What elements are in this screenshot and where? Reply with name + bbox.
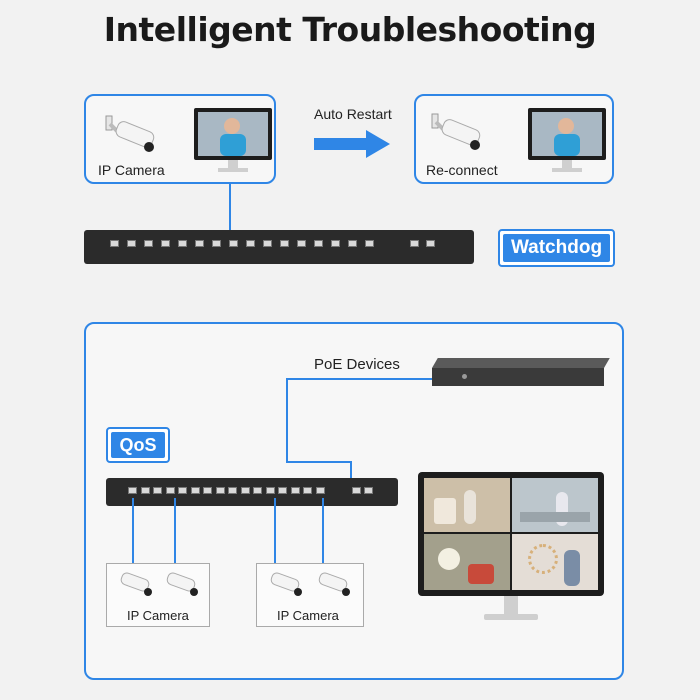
ip-camera-icon bbox=[120, 572, 152, 596]
camera-feed bbox=[512, 478, 598, 532]
ethernet-port-icon bbox=[246, 240, 255, 247]
reconnect-box: Re-connect bbox=[414, 94, 614, 184]
camera-feed bbox=[512, 534, 598, 590]
ethernet-port-icon bbox=[228, 487, 237, 494]
connection-line bbox=[286, 378, 432, 380]
ethernet-port-icon bbox=[426, 240, 435, 247]
reconnect-label: Re-connect bbox=[426, 162, 498, 178]
ethernet-port-icon bbox=[140, 487, 150, 494]
monitor-icon bbox=[528, 108, 606, 174]
ethernet-port-icon bbox=[352, 487, 361, 494]
ethernet-port-icon bbox=[290, 487, 300, 494]
ethernet-port-icon bbox=[280, 240, 289, 247]
network-switch-icon bbox=[106, 478, 398, 506]
ethernet-port-icon bbox=[190, 487, 200, 494]
connection-line bbox=[229, 184, 231, 232]
ip-camera-icon bbox=[270, 572, 302, 596]
ip-camera-label: IP Camera bbox=[98, 162, 165, 178]
poe-device-icon bbox=[432, 358, 610, 388]
connection-line bbox=[286, 378, 288, 462]
camera-feed bbox=[424, 478, 510, 532]
ethernet-port-icon bbox=[144, 240, 153, 247]
ethernet-port-icon bbox=[203, 487, 212, 494]
camera-feed bbox=[424, 534, 510, 590]
ethernet-port-icon bbox=[364, 487, 373, 494]
ethernet-port-icon bbox=[215, 487, 225, 494]
ethernet-port-icon bbox=[314, 240, 323, 247]
ip-camera-label: IP Camera bbox=[277, 608, 339, 623]
connection-line bbox=[286, 461, 352, 463]
ethernet-port-icon bbox=[410, 240, 419, 247]
ethernet-port-icon bbox=[161, 240, 170, 247]
ethernet-port-icon bbox=[212, 240, 221, 247]
connection-line bbox=[132, 498, 134, 564]
ethernet-port-icon bbox=[153, 487, 162, 494]
camera-group-left: IP Camera bbox=[106, 563, 210, 627]
ethernet-port-icon bbox=[178, 240, 187, 247]
ethernet-port-icon bbox=[331, 240, 340, 247]
ethernet-port-icon bbox=[229, 240, 238, 247]
ip-camera-icon bbox=[166, 572, 198, 596]
ethernet-port-icon bbox=[297, 240, 306, 247]
ethernet-port-icon bbox=[127, 240, 136, 247]
arrow-right-icon bbox=[314, 130, 390, 158]
ethernet-port-icon bbox=[240, 487, 250, 494]
ethernet-port-icon bbox=[128, 487, 137, 494]
ip-camera-label: IP Camera bbox=[127, 608, 189, 623]
connection-line bbox=[174, 498, 176, 564]
ethernet-port-icon bbox=[278, 487, 287, 494]
network-switch-icon bbox=[84, 230, 474, 264]
monitor-icon bbox=[418, 472, 604, 630]
connection-line bbox=[274, 498, 276, 564]
monitor-icon bbox=[194, 108, 272, 174]
connection-line bbox=[322, 498, 324, 564]
connection-line bbox=[350, 461, 352, 481]
poe-devices-label: PoE Devices bbox=[314, 356, 400, 373]
ip-camera-icon bbox=[431, 113, 481, 150]
ethernet-port-icon bbox=[253, 487, 262, 494]
ethernet-port-icon bbox=[303, 487, 312, 494]
auto-restart-label: Auto Restart bbox=[314, 106, 392, 122]
ip-camera-box: IP Camera bbox=[84, 94, 276, 184]
ethernet-port-icon bbox=[195, 240, 204, 247]
ethernet-port-icon bbox=[263, 240, 272, 247]
ethernet-port-icon bbox=[315, 487, 325, 494]
ethernet-port-icon bbox=[265, 487, 275, 494]
camera-group-right: IP Camera bbox=[256, 563, 364, 627]
ethernet-port-icon bbox=[165, 487, 175, 494]
ethernet-port-icon bbox=[110, 240, 119, 247]
qos-badge: QoS bbox=[106, 427, 170, 463]
watchdog-badge: Watchdog bbox=[498, 229, 615, 267]
ethernet-port-icon bbox=[348, 240, 357, 247]
ip-camera-icon bbox=[105, 115, 155, 152]
ethernet-port-icon bbox=[178, 487, 187, 494]
ip-camera-icon bbox=[318, 572, 350, 596]
ethernet-port-icon bbox=[365, 240, 374, 247]
page-title: Intelligent Troubleshooting bbox=[103, 10, 597, 49]
